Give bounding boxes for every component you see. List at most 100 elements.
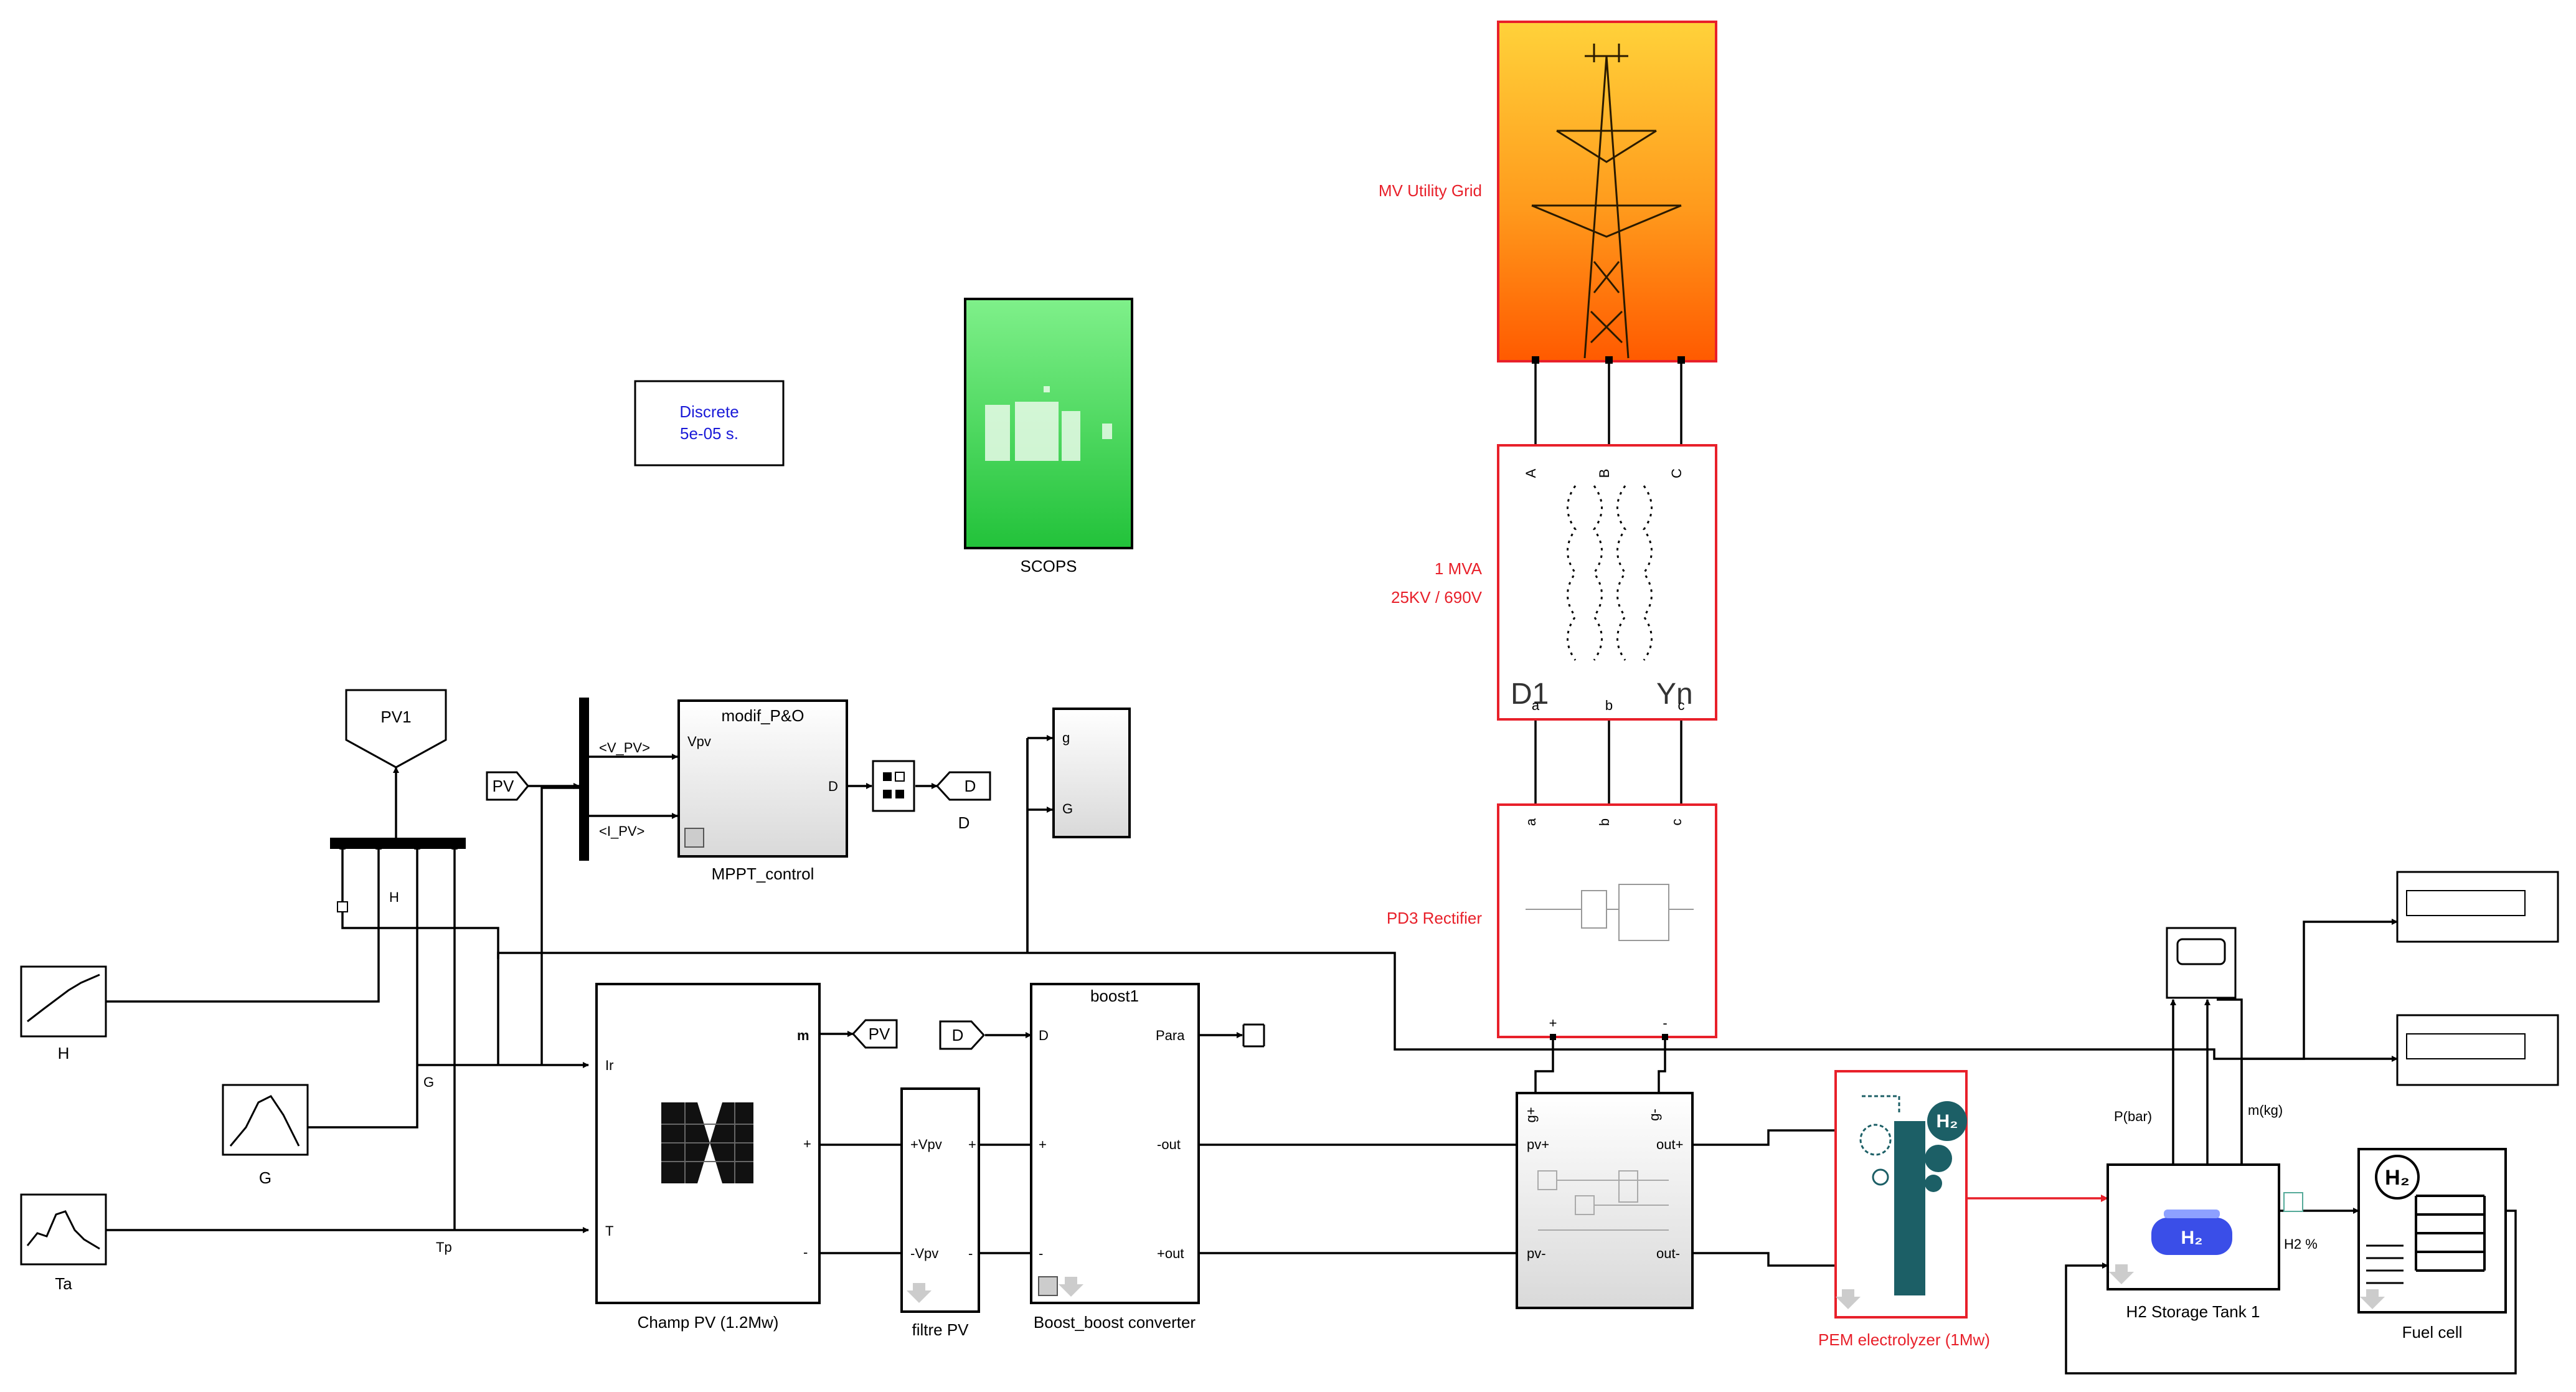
scops-block[interactable]: SCOPS [964, 298, 1133, 575]
pv-array-caption: Champ PV (1.2Mw) [638, 1313, 779, 1332]
conv-gpos-port: g+ [1523, 1107, 1539, 1122]
down-arrow-icon [2109, 1264, 2134, 1284]
boost-para-port: Para [1156, 1028, 1185, 1043]
down-arrow-icon [2360, 1289, 2385, 1309]
phase-A: A [1523, 468, 1539, 478]
tank-caption: H2 Storage Tank 1 [2126, 1302, 2260, 1321]
terminator-block[interactable] [1242, 1023, 1265, 1048]
filter-pvpos-port: +Vpv [910, 1137, 942, 1152]
pv1-goto-block[interactable]: PV1 [345, 689, 447, 769]
boost-converter-block[interactable]: boost1 D Para + - -out +out Boost_boost … [1030, 983, 1200, 1332]
svg-text:H₂: H₂ [2181, 1228, 2203, 1248]
solar-panel-icon [661, 1102, 753, 1183]
pv-goto-label: PV [869, 1025, 890, 1043]
mask-icon [1038, 1276, 1058, 1296]
mask-icon [684, 828, 704, 848]
d-goto-block[interactable]: D D [935, 771, 991, 832]
pv-t-port: T [605, 1223, 613, 1239]
pv1-label: PV1 [380, 708, 411, 726]
boost-outpos-port: +out [1157, 1246, 1184, 1261]
winding1-label: D1 [1511, 678, 1549, 711]
grid-ports [1532, 356, 1685, 364]
bell-curve-icon [229, 1095, 300, 1147]
tank-pressure-label: P(bar) [2114, 1109, 2152, 1124]
phase-C: C [1669, 468, 1684, 478]
mux-bar-block[interactable]: H [330, 838, 466, 912]
dc-converter-block[interactable]: pv+ pv- out+ out- g+ g- [1516, 1092, 1694, 1309]
converter-circuit-icon [1537, 1170, 1669, 1231]
mux-h-label: H [389, 889, 399, 905]
mv-utility-grid-block[interactable]: MV Utility Grid [1379, 21, 1717, 364]
fuel-cell-block[interactable]: H₂ Fuel cell [2357, 1148, 2507, 1342]
gate-signal-block[interactable]: g G [1052, 708, 1131, 838]
tank-pct-label: H2 % [2284, 1236, 2318, 1252]
filter-pvneg-port: -Vpv [910, 1246, 938, 1261]
display-top-block[interactable] [2396, 871, 2559, 943]
powergui-solver-block[interactable]: Discrete 5e-05 s. [634, 380, 785, 466]
phase-B: B [1597, 469, 1612, 478]
d-from-label: D [952, 1026, 964, 1044]
power-tower-icon [1531, 44, 1682, 359]
down-arrow-icon [1836, 1289, 1861, 1309]
ta-source-label: Ta [55, 1274, 72, 1293]
conv-pvpos-port: pv+ [1527, 1137, 1549, 1152]
boost-plus-port: + [1039, 1137, 1047, 1152]
rectifier-circuit-icon [1526, 884, 1694, 941]
g-source-block[interactable]: G G [222, 1074, 434, 1187]
pv-minus-port: - [803, 1244, 808, 1260]
electrolyzer-icon: H₂ [1859, 1095, 1967, 1295]
phase-a: a [1532, 698, 1540, 713]
display-bottom-block[interactable] [2396, 1014, 2559, 1086]
filter-pv-block[interactable]: +Vpv -Vpv + - filtre PV [900, 1087, 980, 1339]
pem-electrolyzer-block[interactable]: H₂ PEM electrolyzer (1Mw) [1818, 1070, 1990, 1349]
winding2-label: Yn [1656, 678, 1693, 711]
d-goto-label: D [965, 777, 976, 795]
d-goto-caption: D [958, 813, 970, 832]
solver-line2: 5e-05 s. [680, 424, 738, 443]
bus-selector-block[interactable]: <V_PV> <I_PV> [579, 698, 650, 861]
mppt-control-block[interactable]: modif_P&O Vpv D MPPT_control [677, 699, 848, 883]
filter-minus-port: - [968, 1246, 973, 1261]
rect-minus: - [1663, 1015, 1667, 1031]
bus-i-label: <I_PV> [599, 823, 644, 839]
grid-label: MV Utility Grid [1379, 181, 1482, 200]
h2-storage-tank-block[interactable]: H₂ H2 Storage Tank 1 P(bar) m(kg) H2 % [2107, 1102, 2318, 1321]
g-source-label: G [259, 1168, 271, 1187]
bus-v-label: <V_PV> [599, 740, 650, 755]
transformer-block[interactable]: A B C D1 Yn a b c 1 MVA 25KV / 690V [1391, 444, 1717, 721]
h-source-block[interactable]: H [20, 965, 107, 1063]
gate-g-port: g [1062, 730, 1070, 746]
pv-goto-block[interactable]: PV [851, 1019, 898, 1049]
solver-line1: Discrete [679, 402, 738, 421]
scops-label: SCOPS [1020, 557, 1077, 575]
ta-source-block[interactable]: Ta Tp [20, 1193, 452, 1293]
pd3-rectifier-block[interactable]: a b c + - PD3 Rectifier [1387, 803, 1717, 1040]
svg-text:H₂: H₂ [2385, 1166, 2410, 1190]
d-from-block[interactable]: D [939, 1020, 986, 1050]
h-source-label: H [58, 1044, 70, 1063]
pv-array-block[interactable]: Ir T m + - Champ PV (1.2Mw) [595, 983, 821, 1332]
wire-g-label: G [423, 1074, 434, 1090]
pv-from-block[interactable]: PV [486, 771, 529, 801]
mppt-d-port: D [828, 779, 838, 794]
conv-outpos-port: out+ [1656, 1137, 1683, 1152]
boost-caption: Boost_boost converter [1034, 1313, 1196, 1332]
down-arrow-icon [907, 1283, 932, 1303]
tank-scope-block[interactable] [2166, 927, 2237, 999]
boost-d-port: D [1039, 1028, 1049, 1043]
mppt-vpv-port: Vpv [687, 734, 711, 749]
pv-from-label: PV [493, 777, 514, 795]
rect-phase-c: c [1669, 819, 1684, 826]
transformer-line1: 1 MVA [1435, 559, 1483, 578]
phase-c: c [1678, 698, 1685, 713]
fuel-cell-icon: H₂ [2366, 1155, 2486, 1284]
fuel-cell-caption: Fuel cell [2402, 1323, 2463, 1342]
zoh-block[interactable] [872, 760, 915, 812]
mppt-caption: MPPT_control [712, 864, 814, 883]
boost-title: boost1 [1090, 987, 1139, 1005]
svg-text:H₂: H₂ [1937, 1111, 1958, 1132]
electrolyzer-caption: PEM electrolyzer (1Mw) [1818, 1330, 1990, 1349]
pv-plus-port: + [803, 1136, 811, 1152]
h2-tank-icon: H₂ [2151, 1210, 2232, 1255]
